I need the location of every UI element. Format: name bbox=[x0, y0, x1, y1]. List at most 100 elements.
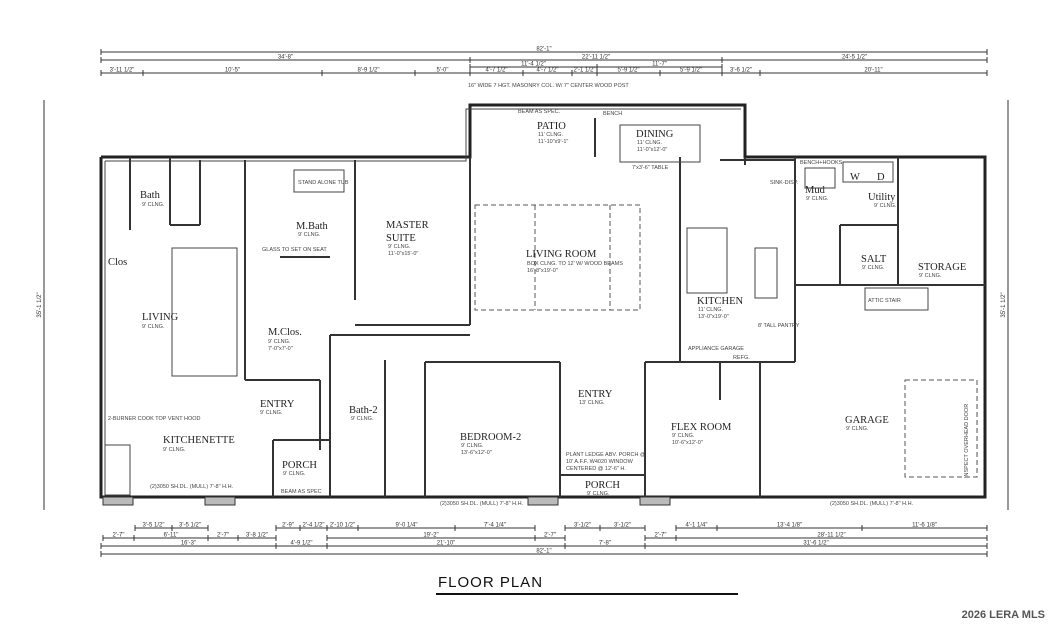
bottom-dimension-label: 3'-5 1/2" bbox=[143, 523, 165, 529]
room-utility: Utility bbox=[868, 192, 896, 203]
note-plant-ledge: PLANT LEDGE ABV. PORCH @ 10' A.F.F. W402… bbox=[566, 452, 646, 472]
bottom-dimension-label: 2'-9" bbox=[282, 523, 294, 529]
svg-text:7'-0"x7'-0": 7'-0"x7'-0" bbox=[268, 346, 293, 352]
room-patio: PATIO bbox=[537, 121, 566, 132]
top-dimension-label: 82'-1" bbox=[536, 47, 551, 53]
top-dimension-label: 3'-11 1/2" bbox=[110, 68, 135, 74]
bottom-dimension-label: 3'-1/2" bbox=[574, 523, 591, 529]
svg-text:13' CLNG.: 13' CLNG. bbox=[579, 400, 605, 406]
watermark: 2026 LERA MLS bbox=[961, 609, 1045, 621]
svg-text:9' CLNG.: 9' CLNG. bbox=[260, 410, 283, 416]
bottom-dimension-label: 6'-11" bbox=[164, 533, 179, 539]
room-kitchen: KITCHEN bbox=[697, 296, 743, 307]
title-underline bbox=[436, 593, 738, 595]
svg-text:9' CLNG.: 9' CLNG. bbox=[587, 491, 610, 497]
bottom-dimension-label: 3'-1/2" bbox=[614, 523, 631, 529]
fixtures bbox=[102, 124, 978, 506]
room-bedroom-2: BEDROOM-2 bbox=[460, 432, 521, 443]
plan-notes: 7'x3'-6" TABLE STAND ALONE TUB GLASS TO … bbox=[108, 83, 970, 507]
room-living: LIVING bbox=[142, 312, 179, 323]
bottom-dimension-label: 2'-10 1/2" bbox=[330, 523, 355, 529]
svg-text:9' CLNG.: 9' CLNG. bbox=[268, 339, 291, 345]
top-dimension-label: 5'-9 1/2" bbox=[618, 68, 640, 74]
room-closet: Clos bbox=[108, 257, 127, 268]
room-bath-2: Bath-2 bbox=[349, 405, 378, 416]
note-beam-porch: BEAM AS SPEC bbox=[281, 489, 322, 495]
note-window-right: (2)3050 SH.DL. (MULL) 7'-8" H.H. bbox=[830, 501, 914, 507]
svg-text:11'-10"x9'-1": 11'-10"x9'-1" bbox=[538, 139, 568, 145]
bottom-dimension-label: 2'-4 1/2" bbox=[303, 523, 325, 529]
bottom-dimension-label: 19'-2" bbox=[423, 533, 438, 539]
note-bench: BENCH bbox=[603, 111, 622, 117]
note-appliance-garage: APPLIANCE GARAGE bbox=[688, 346, 744, 352]
kitchen-sink bbox=[804, 167, 836, 189]
attic-stair bbox=[864, 287, 929, 311]
svg-text:BOX CLNG. TO 12' W/ WOOD BEAMS: BOX CLNG. TO 12' W/ WOOD BEAMS bbox=[527, 261, 623, 267]
svg-text:SUITE: SUITE bbox=[386, 233, 416, 244]
interior-walls bbox=[129, 118, 985, 497]
left-dimension-label: 35'-1 1/2" bbox=[37, 292, 43, 317]
note-bench-hooks: BENCH+HOOKS bbox=[800, 160, 843, 166]
svg-text:9' CLNG.: 9' CLNG. bbox=[919, 273, 942, 279]
svg-text:11'-0"x15'-0": 11'-0"x15'-0" bbox=[388, 251, 418, 257]
svg-text:13'-6"x12'-0": 13'-6"x12'-0" bbox=[461, 450, 492, 456]
note-pantry: 8' TALL PANTRY bbox=[758, 323, 800, 329]
bottom-dimension-label: 16'-3" bbox=[181, 541, 196, 547]
room-mud: Mud bbox=[805, 185, 826, 196]
bathtub bbox=[293, 169, 345, 193]
bottom-dimension-label: 3'-8 1/2" bbox=[246, 533, 268, 539]
bottom-dimension-label: 11'-6 1/8" bbox=[912, 523, 937, 529]
bottom-dimension-label: 2'-7" bbox=[655, 533, 667, 539]
bottom-dimension-label: 82'-1" bbox=[536, 549, 551, 555]
bottom-dimension-label: 2'-7" bbox=[113, 533, 125, 539]
top-dimension-label: 11'-7" bbox=[652, 62, 667, 68]
dryer-label: D bbox=[877, 172, 885, 183]
top-dimension-label: 34'-8" bbox=[278, 55, 293, 61]
svg-text:9' CLNG.: 9' CLNG. bbox=[163, 447, 186, 453]
washer-label: W bbox=[850, 172, 860, 183]
room-salt: SALT bbox=[861, 254, 887, 265]
svg-text:10'-6"x12'-0": 10'-6"x12'-0" bbox=[672, 440, 703, 446]
svg-text:9' CLNG.: 9' CLNG. bbox=[806, 196, 829, 202]
bottom-dimension-label: 9'-0 1/4" bbox=[396, 523, 418, 529]
svg-text:11'-0"x12'-0": 11'-0"x12'-0" bbox=[637, 147, 667, 153]
room-bath: Bath bbox=[140, 190, 161, 201]
note-beam-rear: BEAM AS SPEC. bbox=[518, 109, 561, 115]
top-dimension-label: 10'-5" bbox=[225, 68, 240, 74]
room-entry-2: ENTRY bbox=[578, 389, 613, 400]
room-labels: Bath 9' CLNG. Clos LIVING 9' CLNG. KITCH… bbox=[108, 121, 966, 497]
note-refg: REFG. bbox=[733, 355, 750, 361]
room-master-suite: MASTER bbox=[386, 220, 429, 231]
svg-text:9' CLNG.: 9' CLNG. bbox=[142, 324, 165, 330]
svg-text:9' CLNG.: 9' CLNG. bbox=[142, 202, 165, 208]
room-dining: DINING bbox=[636, 129, 674, 140]
bottom-dimension-label: 3'-5 1/2" bbox=[179, 523, 201, 529]
svg-text:9' CLNG.: 9' CLNG. bbox=[388, 244, 411, 250]
top-dimension-label: 4'-7 1/2" bbox=[537, 68, 559, 74]
bed bbox=[171, 247, 238, 377]
dining-table bbox=[619, 124, 701, 163]
svg-text:9' CLNG.: 9' CLNG. bbox=[874, 203, 897, 209]
svg-text:9' CLNG.: 9' CLNG. bbox=[461, 443, 484, 449]
note-window-left: (2)3050 SH.DL. (MULL) 7'-8" H.H. bbox=[150, 484, 234, 490]
top-dimension-label: 5'-0" bbox=[437, 68, 449, 74]
plan-title: FLOOR PLAN bbox=[438, 574, 544, 591]
svg-text:9' CLNG.: 9' CLNG. bbox=[862, 265, 885, 271]
room-flex: FLEX ROOM bbox=[671, 422, 732, 433]
svg-text:9' CLNG.: 9' CLNG. bbox=[672, 433, 695, 439]
dimension-lines: 82'-1"34'-8"22'-11 1/2"24'-5 1/2"11'-4 1… bbox=[100, 47, 988, 557]
top-dimension-label: 20'-11" bbox=[864, 68, 882, 74]
garage-door-outline bbox=[904, 379, 978, 478]
bottom-dimension-label: 21'-10" bbox=[437, 541, 456, 547]
svg-text:11' CLNG.: 11' CLNG. bbox=[637, 140, 663, 146]
top-dimension-label: 3'-6 1/2" bbox=[730, 68, 752, 74]
room-porch: PORCH bbox=[282, 460, 317, 471]
room-kitchenette: KITCHENETTE bbox=[163, 435, 235, 446]
note-masonry: 16" WIDE 7 HGT. MASONRY COL. W/ 7" CENTE… bbox=[468, 83, 629, 89]
top-dimension-label: 11'-4 1/2" bbox=[521, 62, 546, 68]
top-dimension-label: 4'-7 1/2" bbox=[486, 68, 508, 74]
svg-text:11' CLNG.: 11' CLNG. bbox=[538, 132, 564, 138]
fridge-kitchenette bbox=[104, 444, 131, 496]
room-storage: STORAGE bbox=[918, 262, 966, 273]
